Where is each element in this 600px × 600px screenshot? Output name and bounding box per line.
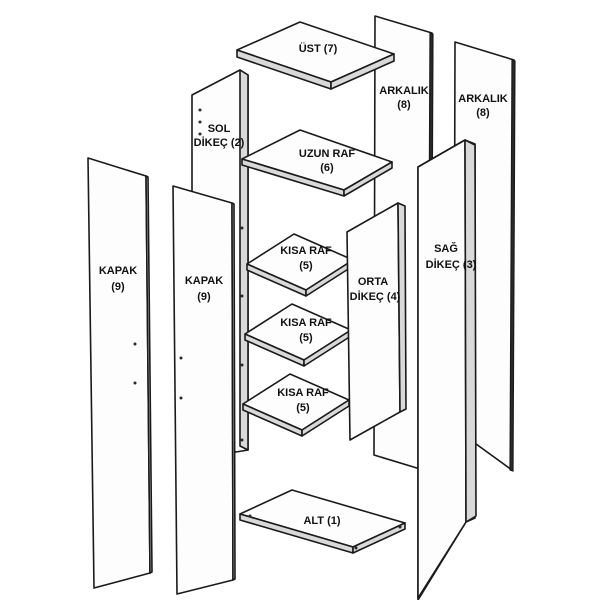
short-shelf-2 — [244, 303, 352, 367]
door-left — [87, 157, 153, 589]
label-back-left-num: (8) — [397, 99, 411, 111]
label-door-right-num: (9) — [197, 291, 211, 303]
label-long-shelf-name: UZUN RAF — [299, 148, 355, 160]
bottom-panel — [239, 489, 406, 554]
top-panel — [236, 21, 395, 90]
label-short-shelf-1-name: KISA RAF — [280, 245, 332, 257]
label-short-shelf-1-num: (5) — [299, 260, 313, 272]
door-right — [172, 185, 236, 595]
label-long-shelf-num: (6) — [320, 162, 334, 174]
label-short-shelf-3-name: KISA RAF — [277, 387, 329, 399]
label-right-side-line2: DİKEÇ (3) — [426, 258, 477, 271]
right-side-panel — [417, 139, 477, 600]
label-short-shelf-2-name: KISA RAF — [280, 317, 332, 329]
label-back-right-num: (8) — [476, 107, 490, 119]
long-shelf — [241, 129, 393, 197]
short-shelf-1 — [246, 233, 354, 297]
label-back-left-name: ARKALIK — [379, 85, 429, 97]
label-bottom: ALT (1) — [303, 515, 340, 527]
label-short-shelf-2-num: (5) — [299, 332, 313, 344]
label-short-shelf-3-num: (5) — [296, 402, 310, 414]
label-left-side-line1: SOL — [208, 123, 231, 135]
label-door-right-name: KAPAK — [185, 275, 223, 287]
label-door-left-name: KAPAK — [99, 265, 137, 277]
label-door-left-num: (9) — [111, 281, 125, 293]
label-middle-side-line1: ORTA — [358, 276, 388, 288]
middle-side-panel — [346, 202, 407, 441]
label-back-right-name: ARKALIK — [458, 93, 508, 105]
label-middle-side-line2: DİKEÇ (4) — [350, 290, 401, 303]
label-right-side-line1: SAĞ — [434, 242, 458, 255]
label-left-side-line2: DİKEÇ (2) — [194, 136, 245, 149]
label-top: ÜST (7) — [299, 42, 338, 55]
